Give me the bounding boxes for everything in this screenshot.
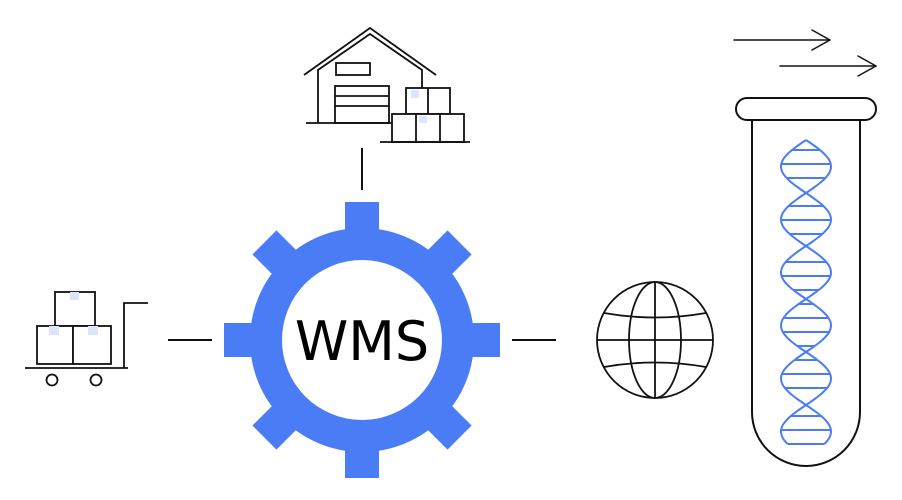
dna-icon xyxy=(779,139,833,445)
hand-truck-box-tag xyxy=(70,292,79,300)
gear-label: WMS xyxy=(295,310,429,373)
hand-truck-icon xyxy=(25,291,148,387)
warehouse-box-tag xyxy=(411,90,419,98)
arrow-right-icon xyxy=(733,29,831,51)
hand-truck-box-tag-3 xyxy=(88,326,98,335)
dna-strand-a xyxy=(779,139,833,445)
arrow-right-icon-2 xyxy=(779,55,877,77)
warehouse-box-tag-2 xyxy=(419,116,427,123)
gear-icon xyxy=(224,202,500,478)
warehouse-icon xyxy=(303,26,470,143)
dna-strand-b xyxy=(779,139,833,445)
test-tube-icon xyxy=(735,97,877,467)
globe-icon xyxy=(596,281,714,399)
hand-truck-box-tag-2 xyxy=(49,326,59,335)
